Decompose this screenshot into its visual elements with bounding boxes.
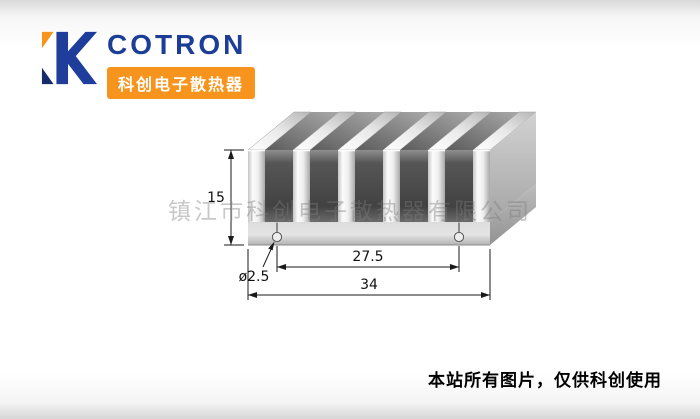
mounting-hole-left <box>271 222 283 243</box>
brand-tagline: 科创电子散热器 <box>107 67 256 99</box>
cotron-logo: COTRON 科创电子散热器 <box>40 28 256 99</box>
dim-hole-pitch-label: 27.5 <box>352 249 383 265</box>
dimension-height: 15 <box>207 149 244 246</box>
dimension-hole-diameter: ø2.5 <box>239 241 275 285</box>
cotron-k-icon <box>41 31 98 85</box>
heatsink-right-side <box>490 112 536 245</box>
heatsink-channel-tops <box>265 112 519 150</box>
dim-overall-width-label: 34 <box>360 277 378 293</box>
dimension-overall-width: 34 <box>247 249 491 300</box>
heatsink-channel-fronts <box>265 150 473 222</box>
heatsink-fin-fronts <box>248 150 490 222</box>
brand-name: COTRON <box>107 29 247 60</box>
footer-note: 本站所有图片，仅供科创使用 <box>428 371 662 390</box>
dimension-hole-pitch: 27.5 <box>276 246 460 272</box>
dim-hole-diameter-label: ø2.5 <box>239 269 270 285</box>
logo-text-block: COTRON 科创电子散热器 <box>107 28 256 99</box>
heatsink-base-front <box>248 222 490 246</box>
mounting-hole-right <box>453 222 465 243</box>
dim-height-label: 15 <box>207 190 225 206</box>
